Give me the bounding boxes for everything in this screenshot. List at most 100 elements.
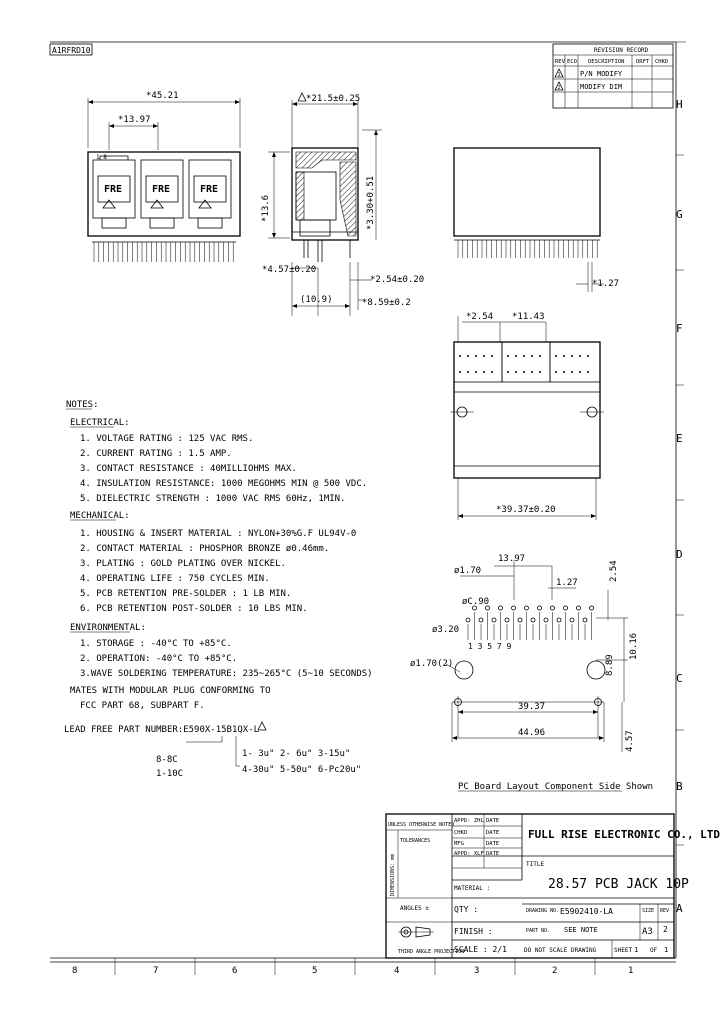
top-contact-dot bbox=[579, 371, 581, 373]
mechanical-5: 5. PCB RETENTION PRE-SOLDER : 1 LB MIN. bbox=[80, 589, 291, 599]
date-label-3: DATE bbox=[486, 841, 499, 847]
dim-top-overall: *39.37±0.20 bbox=[496, 505, 556, 515]
sheet-border bbox=[50, 41, 686, 963]
pcb-pin-hole bbox=[543, 617, 549, 623]
third-angle-projection-icon bbox=[398, 926, 434, 938]
mechanical-2: 2. CONTACT MATERIAL : PHOSPHOR BRONZE ø0… bbox=[80, 544, 329, 554]
drawing-tag: A1RFRD10 bbox=[49, 43, 93, 56]
zone-4: 4 bbox=[394, 966, 399, 976]
rev-value: 2 bbox=[663, 925, 668, 934]
date-label-2: DATE bbox=[486, 830, 499, 836]
top-contact-dot bbox=[531, 371, 533, 373]
date-label-4: DATE bbox=[486, 851, 499, 857]
top-contact-dot bbox=[563, 371, 565, 373]
electrical-4: 4. INSULATION RESISTANCE: 1000 MEGOHMS M… bbox=[80, 479, 367, 489]
dim-side-height: *13.6 bbox=[261, 195, 271, 222]
pcb-pin-hole bbox=[556, 617, 562, 623]
zone-2: 2 bbox=[552, 966, 557, 976]
top-contact-dot bbox=[507, 355, 509, 357]
zone-3: 3 bbox=[474, 966, 479, 976]
mechanical-4: 4. OPERATING LIFE : 750 CYCLES MIN. bbox=[80, 574, 270, 584]
rev-col-chkd: CHKD bbox=[655, 59, 668, 65]
pcb-dim-g: ø1.70(2) bbox=[410, 659, 453, 669]
top-contact-dot bbox=[467, 355, 469, 357]
rev-row2-desc: MODIFY DIM bbox=[580, 83, 622, 91]
mechanical-title: MECHANICAL: bbox=[70, 511, 130, 521]
pcb-dim-h: 8.89 bbox=[605, 654, 615, 676]
date-label-1: DATE bbox=[486, 818, 499, 824]
dim-side-width: *21.5±0.25 bbox=[306, 94, 360, 104]
rev-col-drft: DRFT bbox=[636, 59, 650, 65]
top-contact-dot bbox=[459, 371, 461, 373]
pcb-pin-hole bbox=[569, 617, 575, 623]
pin-label: 1 8 bbox=[96, 154, 107, 161]
port-1-text: FRE bbox=[104, 184, 122, 195]
top-view-contacts bbox=[459, 355, 589, 373]
pcb-dim-l: 4.57 bbox=[625, 730, 635, 752]
pcb-pin-row: 1 3 5 7 9 bbox=[468, 642, 512, 651]
pcb-caption: PC Board Layout Component Side Shown bbox=[458, 782, 653, 792]
top-contact-dot bbox=[587, 371, 589, 373]
angles-label: ANGLES ± bbox=[400, 905, 429, 912]
pcb-dim-e: øC.90 bbox=[462, 597, 489, 607]
pcb-pin-hole bbox=[563, 605, 568, 611]
pcb-pin-hole bbox=[517, 617, 523, 623]
rev-row1-rev: 1 bbox=[558, 72, 561, 78]
zone-f: F bbox=[676, 322, 683, 335]
pcb-pin-hole bbox=[537, 605, 542, 611]
pcb-dim-d: 2.54 bbox=[609, 560, 619, 582]
rev-row2-rev: 2 bbox=[558, 85, 561, 91]
top-contact-dot bbox=[467, 371, 469, 373]
rear-view: *1.27 bbox=[453, 147, 619, 292]
size-value: A3 bbox=[642, 927, 653, 937]
zone-5: 5 bbox=[312, 966, 317, 976]
dim-side-a: *4.57±0.20 bbox=[262, 265, 316, 275]
zone-6: 6 bbox=[232, 966, 237, 976]
tolerances-label: TOLERANCES bbox=[400, 838, 430, 844]
pcb-dim-b: 13.97 bbox=[498, 554, 525, 564]
mechanical-3: 3. PLATING : GOLD PLATING OVER NICKEL. bbox=[80, 559, 286, 569]
pcb-dim-k: 44.96 bbox=[518, 728, 545, 738]
side-view: *21.5±0.25 *13.6 *3.30+0.51 *4.57±0.20 *… bbox=[261, 92, 424, 316]
of-label: OF bbox=[650, 947, 658, 954]
mechanical-1: 1. HOUSING & INSERT MATERIAL : NYLON+30%… bbox=[80, 529, 356, 539]
of-value: 1 bbox=[664, 946, 668, 954]
environmental-title: ENVIRONMENTAL: bbox=[70, 623, 146, 633]
drawn-label: APPD: ZHL bbox=[454, 818, 484, 824]
dim-rear-pitch: *1.27 bbox=[592, 279, 619, 289]
top-contact-dot bbox=[523, 371, 525, 373]
company-name: FULL RISE ELECTRONIC CO., LTD bbox=[528, 828, 720, 841]
mates-1: MATES WITH MODULAR PLUG CONFORMING TO bbox=[70, 686, 270, 696]
dim-port-pitch: *13.97 bbox=[118, 115, 151, 125]
pn-option-left-1: 8-8C bbox=[156, 755, 178, 765]
pcb-pin-hole bbox=[524, 605, 529, 611]
dim-side-offset: *3.30+0.51 bbox=[366, 176, 376, 230]
projection-label: THIRD ANGLE PROJECTION bbox=[398, 949, 464, 955]
top-contact-dot bbox=[555, 355, 557, 357]
pcb-holes bbox=[465, 605, 594, 640]
pn-option-right-2: 4-30u" 5-50u" 6-Pc20u" bbox=[242, 765, 361, 775]
dim-side-c: (10.9) bbox=[300, 295, 333, 305]
top-contact-dot bbox=[475, 355, 477, 357]
dim-label: DIMENSIONS: mm bbox=[390, 854, 396, 896]
sheet-label: SHEET bbox=[614, 947, 632, 954]
top-contact-dot bbox=[587, 355, 589, 357]
pcb-pin-hole bbox=[576, 605, 581, 611]
electrical-title: ELECTRICAL: bbox=[70, 418, 130, 428]
zone-1: 1 bbox=[628, 966, 633, 976]
pcb-pin-hole bbox=[485, 605, 490, 611]
top-contact-dot bbox=[515, 371, 517, 373]
top-contact-dot bbox=[507, 371, 509, 373]
zone-h: H bbox=[676, 98, 683, 111]
top-view: *2.54 *11.43 *39.37±0.20 bbox=[450, 312, 604, 520]
top-contact-dot bbox=[531, 355, 533, 357]
front-view: *45.21 *13.97 1 8 FRE FRE FRE bbox=[87, 91, 241, 262]
top-contact-dot bbox=[491, 371, 493, 373]
top-contact-dot bbox=[555, 371, 557, 373]
pcb-pin-hole bbox=[498, 605, 503, 611]
top-contact-dot bbox=[475, 371, 477, 373]
material-label: MATERIAL : bbox=[454, 885, 490, 892]
front-view-pins bbox=[93, 242, 234, 262]
environmental-3: 3.WAVE SOLDERING TEMPERATURE: 235~265°C … bbox=[80, 669, 373, 679]
